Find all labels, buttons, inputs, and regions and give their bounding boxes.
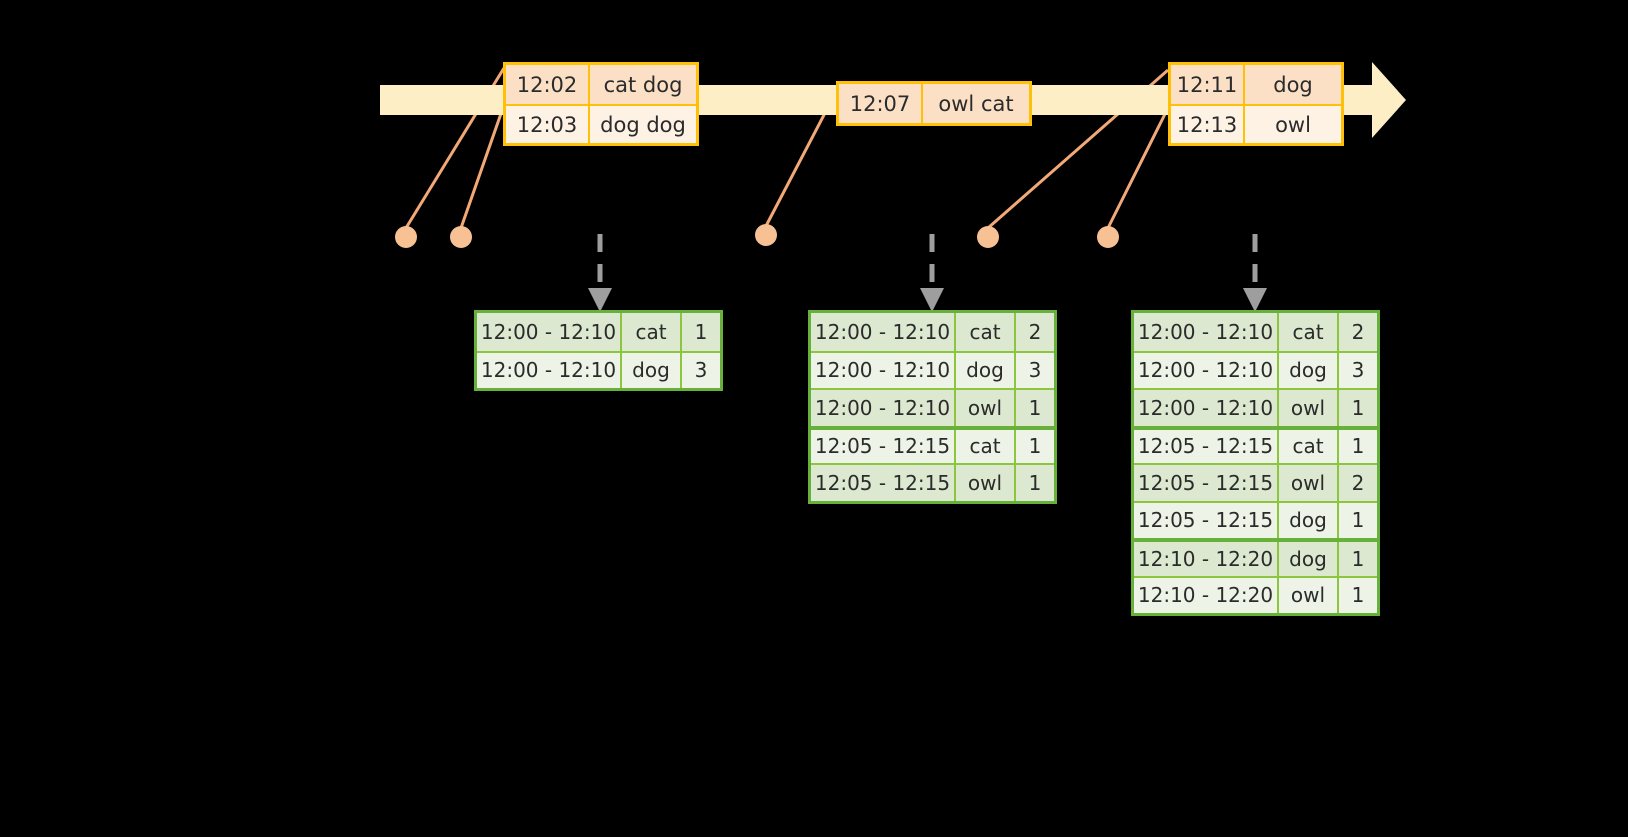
- key-cell: owl: [956, 465, 1016, 501]
- window-cell: 12:00 - 12:10: [1134, 313, 1279, 351]
- event-time: 12:07: [839, 84, 923, 123]
- window-cell: 12:05 - 12:15: [1134, 465, 1279, 501]
- count-cell: 1: [1351, 395, 1365, 420]
- table-row: 12:00 - 12:10 dog 3: [477, 350, 720, 388]
- event-row: 12:03 dog dog: [506, 104, 696, 143]
- leader-line-5: [1106, 107, 1170, 229]
- key-cell: dog: [1279, 502, 1339, 538]
- table-row: 12:05 - 12:15 cat 1: [811, 425, 1054, 463]
- key-cell: owl: [1279, 577, 1339, 613]
- table-row: 12:00 - 12:10 cat 2: [811, 313, 1054, 351]
- result-table-1: 12:00 - 12:10 cat 1 12:00 - 12:10 dog 3: [474, 310, 723, 391]
- leader-line-2: [459, 104, 506, 229]
- window-cell: 12:10 - 12:20: [1134, 542, 1279, 576]
- window-cell: 12:05 - 12:15: [811, 465, 956, 501]
- count-cell: 3: [1351, 358, 1365, 383]
- table-row: 12:10 - 12:20 owl 1: [1134, 575, 1377, 613]
- count-cell: 1: [1028, 470, 1042, 495]
- table-row: 12:05 - 12:15 dog 1: [1134, 500, 1377, 538]
- event-row: 12:11 dog: [1171, 65, 1341, 104]
- result-table-3: 12:00 - 12:10 cat 2 12:00 - 12:10 dog 3 …: [1131, 310, 1380, 616]
- table-row: 12:05 - 12:15 cat 1: [1134, 425, 1377, 463]
- count-cell: 1: [1351, 546, 1365, 571]
- count-cell: 2: [1351, 319, 1365, 344]
- event-box-b: 12:07 owl cat: [836, 81, 1032, 126]
- key-cell: dog: [1279, 352, 1339, 388]
- table-row: 12:05 - 12:15 owl 1: [811, 463, 1054, 501]
- table-row: 12:00 - 12:10 cat 2: [1134, 313, 1377, 351]
- key-cell: owl: [956, 390, 1016, 426]
- count-cell: 1: [694, 319, 708, 344]
- key-cell: cat: [1279, 429, 1339, 463]
- event-words: owl cat: [938, 91, 1014, 116]
- window-cell: 12:00 - 12:10: [477, 313, 622, 351]
- window-cell: 12:00 - 12:10: [811, 390, 956, 426]
- table-row: 12:05 - 12:15 owl 2: [1134, 463, 1377, 501]
- window-cell: 12:00 - 12:10: [477, 352, 622, 388]
- event-dot-2: [450, 226, 472, 248]
- table-row: 12:00 - 12:10 dog 3: [1134, 350, 1377, 388]
- count-cell: 1: [1028, 434, 1042, 459]
- table-row: 12:10 - 12:20 dog 1: [1134, 538, 1377, 576]
- window-cell: 12:05 - 12:15: [811, 429, 956, 463]
- event-box-c: 12:11 dog 12:13 owl: [1168, 62, 1344, 146]
- event-dot-5: [1097, 226, 1119, 248]
- count-cell: 1: [1351, 508, 1365, 533]
- event-words: dog: [1273, 72, 1313, 97]
- event-time: 12:03: [506, 106, 590, 143]
- table-row: 12:00 - 12:10 cat 1: [477, 313, 720, 351]
- event-words: owl: [1275, 112, 1311, 137]
- window-cell: 12:10 - 12:20: [1134, 577, 1279, 613]
- event-row: 12:02 cat dog: [506, 65, 696, 104]
- window-cell: 12:00 - 12:10: [1134, 390, 1279, 426]
- count-cell: 2: [1351, 470, 1365, 495]
- key-cell: cat: [956, 313, 1016, 351]
- key-cell: cat: [622, 313, 682, 351]
- event-box-a: 12:02 cat dog 12:03 dog dog: [503, 62, 699, 146]
- event-dot-4: [977, 226, 999, 248]
- event-words: cat dog: [603, 72, 683, 97]
- key-cell: owl: [1279, 390, 1339, 426]
- count-cell: 1: [1028, 395, 1042, 420]
- event-dot-1: [395, 226, 417, 248]
- event-time: 12:13: [1171, 106, 1245, 143]
- table-row: 12:00 - 12:10 owl 1: [1134, 388, 1377, 426]
- count-cell: 3: [1028, 358, 1042, 383]
- window-cell: 12:00 - 12:10: [811, 352, 956, 388]
- table-row: 12:00 - 12:10 owl 1: [811, 388, 1054, 426]
- key-cell: owl: [1279, 465, 1339, 501]
- count-cell: 3: [694, 358, 708, 383]
- event-row: 12:07 owl cat: [839, 84, 1029, 123]
- table-row: 12:00 - 12:10 dog 3: [811, 350, 1054, 388]
- event-time: 12:11: [1171, 65, 1245, 104]
- count-cell: 1: [1351, 583, 1365, 608]
- count-cell: 1: [1351, 434, 1365, 459]
- key-cell: dog: [956, 352, 1016, 388]
- key-cell: dog: [1279, 542, 1339, 576]
- event-words: dog dog: [600, 112, 686, 137]
- window-cell: 12:05 - 12:15: [1134, 502, 1279, 538]
- flow-arrow-head-3: [1243, 288, 1267, 312]
- window-cell: 12:00 - 12:10: [1134, 352, 1279, 388]
- key-cell: dog: [622, 352, 682, 388]
- event-row: 12:13 owl: [1171, 104, 1341, 143]
- event-time: 12:02: [506, 65, 590, 104]
- key-cell: cat: [956, 429, 1016, 463]
- count-cell: 2: [1028, 319, 1042, 344]
- event-dot-3: [755, 224, 777, 246]
- flow-arrow-head-2: [920, 288, 944, 312]
- window-cell: 12:05 - 12:15: [1134, 429, 1279, 463]
- key-cell: cat: [1279, 313, 1339, 351]
- window-cell: 12:00 - 12:10: [811, 313, 956, 351]
- result-table-2: 12:00 - 12:10 cat 2 12:00 - 12:10 dog 3 …: [808, 310, 1057, 504]
- timeline-arrow-icon: [1372, 62, 1406, 138]
- flow-arrow-head-1: [588, 288, 612, 312]
